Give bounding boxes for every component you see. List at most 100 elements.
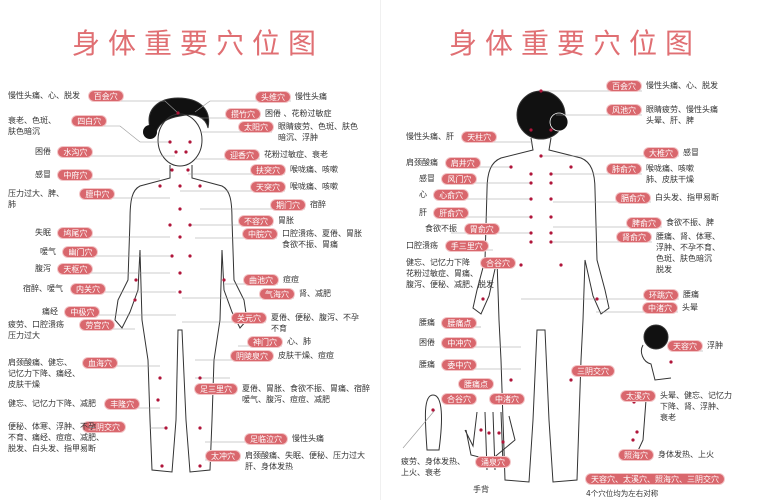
acupoint-label: 阴陵泉穴 (230, 350, 274, 362)
acupoint-description: 疲劳、身体发热、 上火、衰老 (401, 457, 465, 477)
acupoint-label: 足临泣穴 (244, 433, 288, 445)
acupoint-label: 水沟穴 (57, 146, 94, 158)
acupoint-description: 口腔溃疡、夏倦、胃胀 食欲不振、胃痛 (282, 229, 362, 249)
acupoint-description: 皮肤干燥、痘痘 (278, 351, 334, 360)
acupoint-label: 中渚穴 (642, 302, 678, 314)
acupoint-description: 宿醉 (310, 200, 326, 209)
acupoint-label: 风门穴 (441, 173, 478, 185)
symmetric-note: 4个穴位均为左右对称 (586, 489, 659, 498)
acupoint-description: 胃胀 (278, 216, 294, 225)
acupoint-description: 腰痛 (683, 290, 699, 299)
acupoint-label: 中府穴 (57, 169, 94, 181)
acupoint-label: 脾俞穴 (626, 217, 662, 229)
acupoint-description: 压力过大、脾、 肺 (8, 189, 64, 209)
acupoint-label: 委中穴 (441, 359, 478, 371)
acupoint-description: 困倦 、花粉过敏症 (265, 109, 332, 118)
acupoint-label: 头维穴 (255, 91, 291, 103)
acupoint-description: 腰痛、肾、体寒、 浮肿、不孕不育、 色斑、肤色暗沉 脱发 (656, 232, 720, 274)
acupoint-label: 百会穴 (87, 90, 124, 102)
back-panel-title: 身体重要穴位图 (449, 27, 702, 60)
acupoint-label: 肩井穴 (444, 157, 481, 169)
acupoint-description: 头晕、健忘、记忆力 下降、肾、浮肿、 衰老 (660, 391, 732, 422)
acupoint-label: 三阴交穴 (571, 365, 615, 377)
acupoint-label: 心俞穴 (433, 189, 470, 201)
acupoint-label: 太冲穴 (205, 450, 241, 462)
acupoint-description: 健忘、记忆力下降、减肥 (8, 399, 96, 408)
acupoint-label: 中渚穴 (489, 393, 525, 405)
acupoint-description: 喉咙痛、咳嗽 肺、皮肤干燥 (646, 164, 694, 184)
acupoint-description: 腰痛 (419, 318, 435, 327)
acupoint-description: 疲劳、口腔溃疡 压力过大 (8, 320, 64, 340)
acupoint-label: 腰痛点 (458, 378, 494, 390)
acupoint-description: 肩颈酸痛 (406, 158, 438, 167)
acupoint-description: 便秘、体寒、浮肿、不孕 不育、痛经、痘痘、减肥、 脱发、白头发、指甲易断 (8, 422, 104, 453)
acupoint-label: 天柱穴 (461, 131, 498, 143)
acupoint-description: 腰痛 (419, 360, 435, 369)
acupoint-description: 喉咙痛、咳嗽 (290, 165, 338, 174)
acupoint-description: 痛经 (42, 307, 58, 316)
acupoint-description: 肩颈酸痛、健忘、 记忆力下降、痛经、 皮肤干燥 (8, 358, 80, 389)
acupoint-label: 劳宫穴 (79, 319, 116, 331)
acupoint-description: 感冒 (35, 170, 51, 179)
acupoint-description: 衰老、色斑、 肤色暗沉 (8, 116, 56, 136)
acupoint-label: 中极穴 (64, 306, 101, 318)
front-acupoint-dots (133, 111, 226, 468)
acupoint-label: 气海穴 (259, 288, 295, 300)
acupoint-label: 关元穴 (231, 312, 267, 324)
acupoint-label: 肺俞穴 (606, 163, 642, 175)
acupoint-description: 宿醉、嗳气 (23, 284, 63, 293)
acupoint-description: 食欲不振、脾 (666, 218, 714, 227)
acupoint-description: 头晕 (682, 303, 698, 312)
acupoint-label: 攒竹穴 (225, 108, 261, 120)
acupoint-description: 慢性头痛、肝 (406, 132, 454, 141)
acupoint-label: 中脘穴 (242, 228, 278, 240)
acupoint-description: 白头发、指甲易断 (655, 193, 719, 202)
acupoint-description: 慢性头痛 (292, 434, 324, 443)
acupoint-description: 困倦 (419, 338, 435, 347)
front-panel-title: 身体重要穴位图 (72, 27, 325, 60)
acupoint-label: 百会穴 (606, 80, 642, 92)
acupoint-label: 合谷穴 (480, 257, 516, 269)
acupoint-label: 胃俞穴 (463, 223, 500, 235)
acupoint-label: 风池穴 (606, 104, 642, 116)
acupoint-label: 三阴交穴 (82, 421, 126, 433)
acupoint-label: 太阳穴 (238, 121, 274, 133)
acupoint-description: 感冒 (419, 174, 435, 183)
acupoint-label: 太溪穴 (620, 390, 656, 402)
acupoint-label: 膈俞穴 (615, 192, 651, 204)
acupoint-description: 夏倦、胃胀、食欲不振、胃痛、宿醉 嗳气、腹泻、痘痘、减肥 (242, 384, 370, 404)
acupoint-label: 扶突穴 (250, 164, 286, 176)
acupoint-label: 曲池穴 (243, 274, 279, 286)
acupoint-label: 神门穴 (247, 336, 283, 348)
acupoint-description: 肝 (419, 208, 427, 217)
acupoint-description: 浮肿 (707, 341, 723, 350)
acupoint-label: 涌泉穴 (475, 456, 511, 468)
acupoint-label: 内关穴 (70, 283, 106, 295)
acupoint-description: 食欲不振 (425, 224, 457, 233)
acupoint-label: 大椎穴 (643, 147, 679, 159)
acupoint-description: 失眠 (35, 228, 51, 237)
acupoint-label: 迎香穴 (224, 149, 260, 161)
hand-back-label: 手背 (473, 485, 489, 494)
acupoint-description: 眼睛疲劳、色斑、肤色 暗沉、浮肿 (278, 122, 358, 142)
acupoint-description: 眼睛疲劳、慢性头痛 头晕、肝、脾 (646, 105, 718, 125)
acupoint-description: 困倦 (35, 147, 51, 156)
acupoint-description: 慢性头痛 (295, 92, 327, 101)
acupoint-label: 幽门穴 (62, 246, 99, 258)
acupoint-description: 感冒 (683, 148, 699, 157)
acupoint-label: 天枢穴 (57, 263, 94, 275)
acupoint-label: 膻中穴 (79, 188, 116, 200)
acupoint-description: 口腔溃疡 (406, 241, 438, 250)
acupoint-label: 肾俞穴 (616, 231, 652, 243)
acupoint-label: 肝俞穴 (433, 207, 470, 219)
acupoint-description: 健忘、记忆力下降 花粉过敏症、胃痛、 腹泻、便秘、减肥、脱发 (406, 258, 494, 289)
acupoint-description: 喉咙痛、咳嗽 (290, 182, 338, 191)
acupoint-description: 夏倦、便秘、腹泻、不孕 不育 (271, 313, 359, 333)
acupoint-label: 四白穴 (71, 115, 108, 127)
acupoint-label: 腰痛点 (441, 317, 478, 329)
acupoint-label: 照海穴 (618, 449, 654, 461)
acupoint-description: 花粉过敏症、衰老 (264, 150, 328, 159)
acupoint-description: 嗳气 (40, 247, 56, 256)
acupoint-label: 中冲穴 (441, 337, 478, 349)
acupoint-description: 慢性头痛、心、脱发 (8, 91, 80, 100)
